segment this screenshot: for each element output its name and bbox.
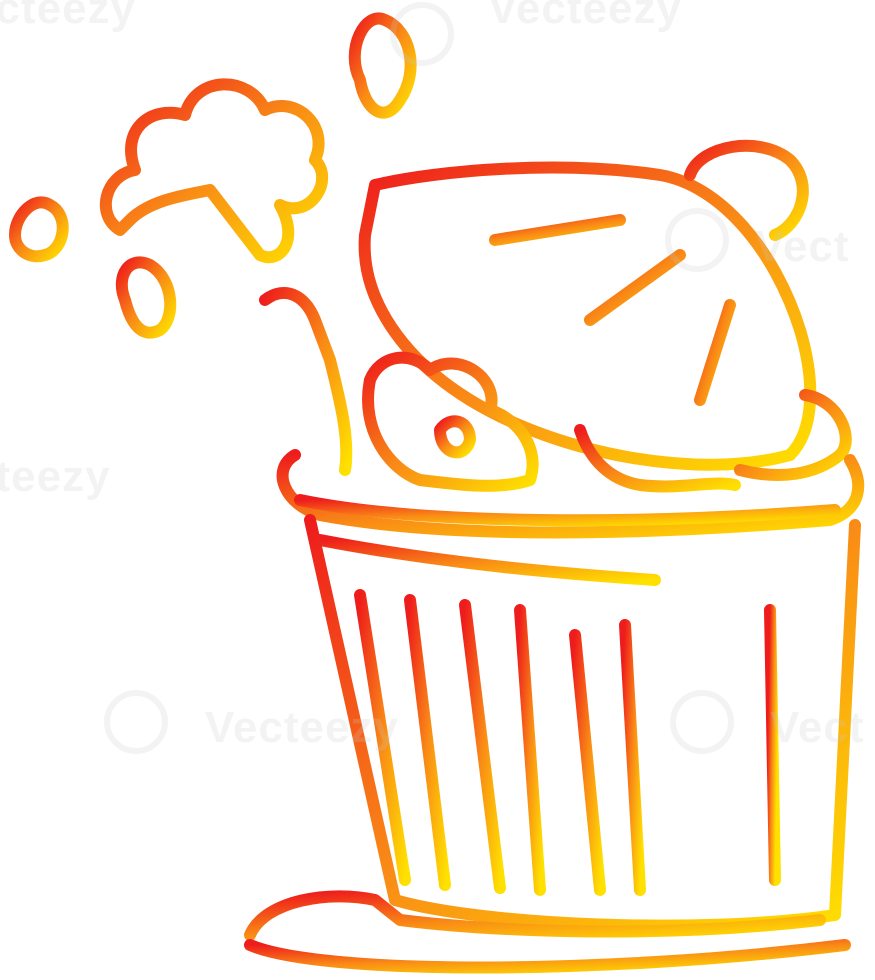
can-rib-icon [354, 589, 411, 886]
lid-rim-icon [734, 389, 852, 481]
can-rib-icon [619, 619, 646, 896]
stink-drop-icon [115, 256, 177, 339]
garbage-icon [362, 351, 539, 492]
can-rim-icon [294, 494, 841, 527]
stink-drop-icon [9, 196, 69, 263]
fish-bone-icon [259, 286, 353, 476]
lid-highlight-icon [489, 214, 626, 246]
can-rib-icon [514, 604, 546, 896]
can-rim-icon [276, 449, 865, 539]
garbage-icon [574, 424, 741, 493]
lid-highlight-icon [694, 299, 736, 406]
stink-puff-icon [348, 12, 417, 119]
lid-icon [358, 161, 817, 471]
can-rib-icon [404, 594, 451, 891]
can-rib-icon [569, 629, 606, 896]
puddle-icon [244, 939, 851, 974]
stink-cloud-icon [99, 78, 329, 263]
can-rib-icon [459, 599, 506, 894]
can-rib-icon [764, 604, 781, 886]
garbage-icon [434, 415, 476, 459]
lid-handle-icon [684, 139, 809, 241]
puddle-icon [244, 890, 826, 941]
can-band-icon [314, 534, 661, 586]
lid-highlight-icon [584, 249, 686, 326]
